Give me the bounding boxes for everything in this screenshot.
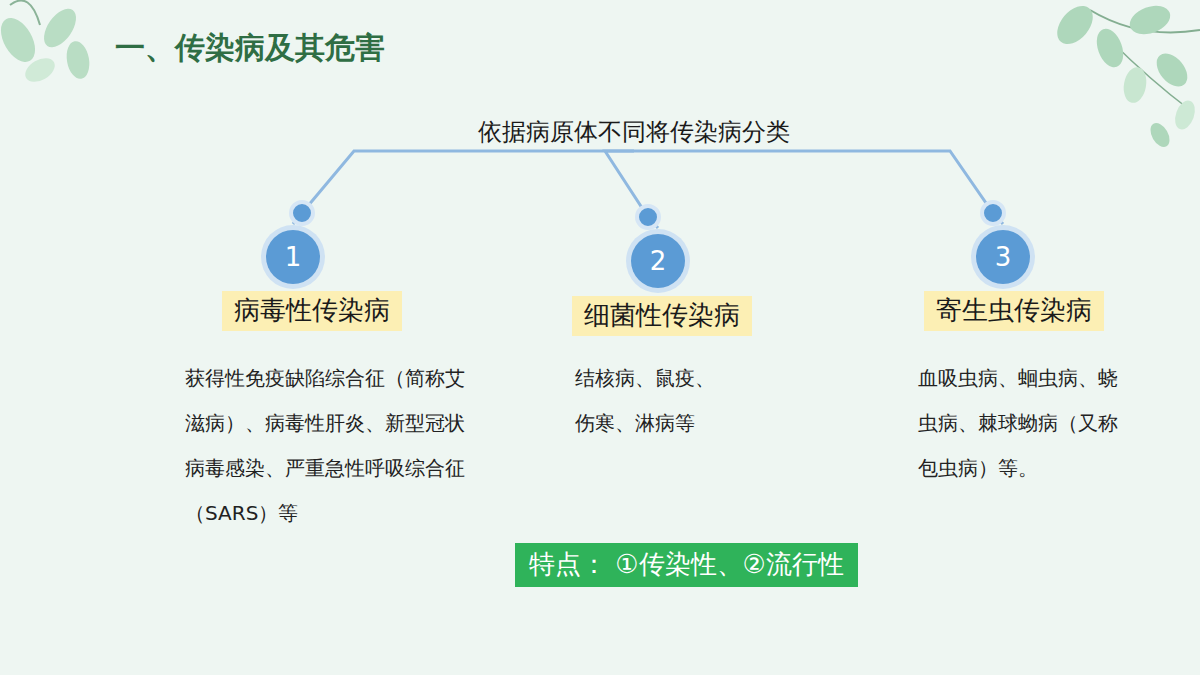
- tree-connector: [605, 151, 658, 228]
- node-text: 3: [995, 242, 1012, 272]
- leaves-right: [1050, 0, 1200, 150]
- node-text: 2: [650, 246, 667, 276]
- category-box: 病毒性传染病: [222, 291, 402, 331]
- slide-title: 一、传染病及其危害: [115, 28, 385, 69]
- example-text: 获得性免疫缺陷综合征（简称艾滋病）、病毒性肝炎、新型冠状病毒感染、严重急性呼吸综…: [185, 356, 480, 536]
- feature-box: 特点： ①传染性、②流行性: [515, 543, 858, 587]
- example-text: 血吸虫病、蛔虫病、蛲虫病、棘球蚴病（又称包虫病）等。: [918, 356, 1118, 491]
- category-box: 寄生虫传染病: [924, 291, 1104, 331]
- joint-dot: [291, 202, 313, 224]
- joint-dot: [982, 202, 1004, 224]
- node-text: 细菌性传染病: [584, 300, 740, 331]
- node-text: 依据病原体不同将传染病分类: [478, 118, 790, 147]
- example-text: 结核病、鼠疫、伤寒、淋病等: [575, 356, 725, 446]
- node-text: 1: [285, 242, 302, 272]
- leaves-left: [0, 1, 92, 87]
- node-text: 特点： ①传染性、②流行性: [529, 549, 844, 580]
- number-circle: 2: [631, 234, 685, 288]
- tree-connector: [634, 151, 1003, 224]
- root-heading: 依据病原体不同将传染病分类: [474, 116, 794, 149]
- number-circle: 1: [266, 230, 320, 284]
- node-text: 寄生虫传染病: [936, 295, 1092, 326]
- joint-dot: [637, 206, 659, 228]
- number-circle: 3: [976, 230, 1030, 284]
- category-box: 细菌性传染病: [572, 296, 752, 336]
- node-text: 病毒性传染病: [234, 295, 390, 326]
- tree-connector: [293, 151, 634, 224]
